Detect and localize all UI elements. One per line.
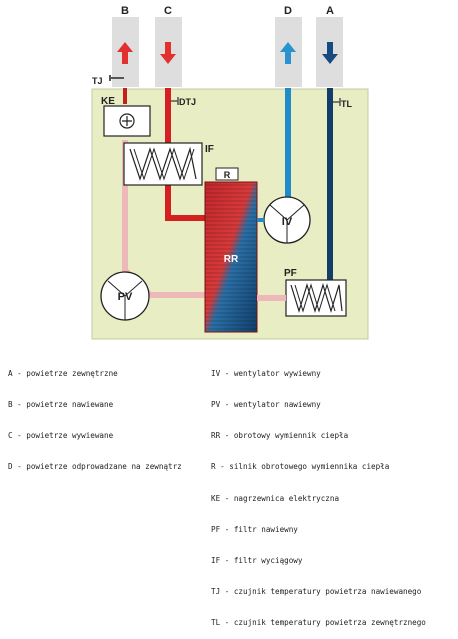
port-b-label: B (121, 5, 129, 17)
filter-pleats (133, 147, 195, 181)
legend-item: KE - nagrzewnica elektryczna (211, 493, 340, 503)
dtj-sensor-icon (171, 97, 179, 105)
rr-label: RR (224, 254, 239, 265)
port-a-label: A (326, 5, 334, 17)
arrow-down-icon (160, 42, 176, 64)
ahu-diagram: B C D A KE IF R RR IV PV PF TJ DTJ (91, 5, 369, 340)
dtj-label: DTJ (179, 97, 196, 107)
extract-duct (165, 88, 205, 221)
filter-pleats (129, 146, 197, 181)
arrow-up-icon (280, 42, 296, 64)
r-label: R (224, 170, 231, 180)
legend-item: TL - czujnik temperatury powietrza zewnę… (211, 618, 426, 628)
legend-item: A - powietrze zewnętrzne (8, 368, 118, 378)
port-d-label: D (284, 5, 292, 17)
tj-label: TJ (92, 76, 103, 86)
port-c-label: C (164, 5, 172, 17)
legend-item: B - powietrze nawiewane (8, 400, 114, 410)
legend-item: D - powietrze odprowadzane na zewnątrz (8, 462, 182, 472)
rotary-heat-exchanger-texture (205, 182, 257, 332)
legend-item: IV - wentylator wywiewny (211, 368, 321, 378)
arrow-up-icon (117, 42, 133, 64)
legend-item: PF - filtr nawiewny (211, 524, 298, 534)
electric-heater-box (103, 105, 151, 137)
legend-item: C - powietrze wywiewane (8, 431, 114, 441)
legend-item: IF - filtr wyciągowy (211, 556, 303, 566)
supply-filter (285, 279, 347, 317)
tl-sensor-icon (333, 98, 341, 106)
tj-sensor-icon (109, 75, 124, 81)
legend-item: PV - wentylator nawiewny (211, 400, 321, 410)
heater-plus-icon (122, 116, 132, 126)
pv-label: PV (118, 291, 133, 303)
tl-label: TL (341, 99, 352, 109)
legend-item: RR - obrotowy wymiennik ciepła (211, 431, 349, 441)
fan-blade-icon (107, 280, 143, 320)
ke-label: KE (101, 96, 115, 107)
arrow-down-icon (322, 42, 338, 64)
legend-left: A - powietrze zewnętrzne B - powietrze n… (8, 348, 182, 483)
legend-item: TJ - czujnik temperatury powietrza nawie… (211, 587, 422, 597)
pf-label: PF (284, 268, 297, 279)
legend-item: R - silnik obrotowego wymiennika ciepła (211, 462, 390, 472)
if-label: IF (205, 144, 214, 155)
wheel-motor-box (215, 167, 239, 181)
fan-blade-icon (269, 204, 305, 243)
iv-label: IV (282, 216, 293, 228)
filter-pleats (290, 282, 343, 314)
legend-right: IV - wentylator wywiewny PV - wentylator… (211, 348, 426, 639)
filter-pleats (294, 283, 336, 313)
